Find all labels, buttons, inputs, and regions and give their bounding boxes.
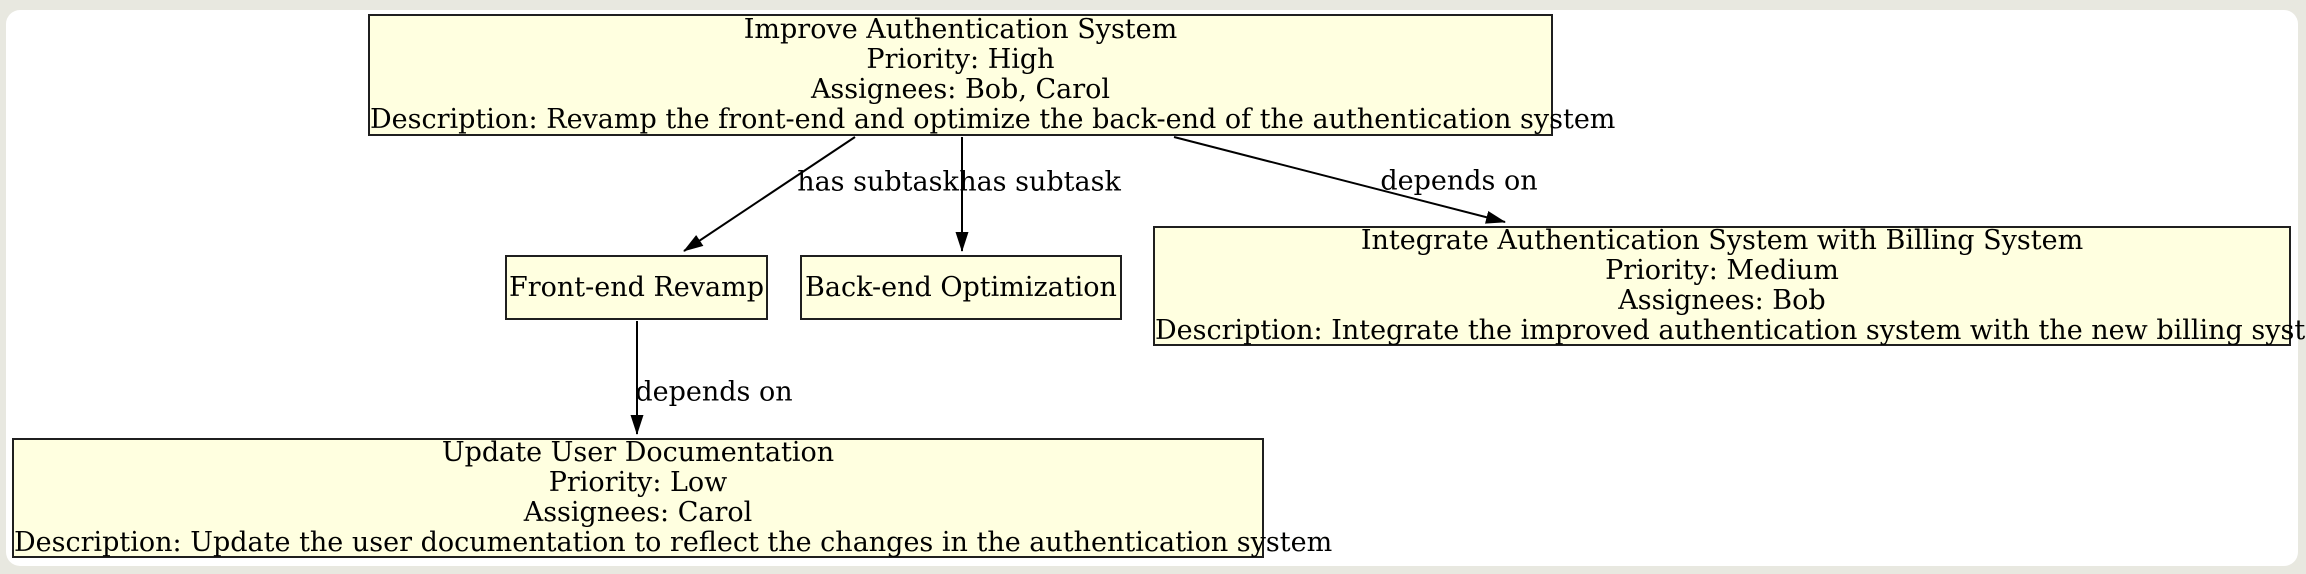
node-description: Description: Integrate the improved auth… <box>1155 315 2306 346</box>
node-assignees: Assignees: Bob <box>1618 285 1826 316</box>
node-update-user-documentation: Update User Documentation Priority: Low … <box>12 437 1333 558</box>
edge-label-has-subtask-2: has subtask <box>959 166 1121 198</box>
edge-label-depends-on-1: depends on <box>1380 165 1538 197</box>
node-title: Integrate Authentication System with Bil… <box>1360 225 2084 256</box>
node-priority: Priority: Low <box>548 467 728 498</box>
edge-label-depends-on-2: depends on <box>635 376 793 408</box>
node-integrate-billing: Integrate Authentication System with Bil… <box>1153 225 2306 346</box>
node-improve-auth: Improve Authentication System Priority: … <box>368 14 1616 136</box>
edge-label-has-subtask-1: has subtask <box>797 166 959 198</box>
node-title: Improve Authentication System <box>743 14 1178 45</box>
node-title: Update User Documentation <box>441 437 835 468</box>
node-back-end-optimization: Back-end Optimization <box>800 255 1122 320</box>
node-title: Front-end Revamp <box>508 271 765 303</box>
node-description: Description: Update the user documentati… <box>14 527 1333 558</box>
node-priority: Priority: Medium <box>1605 255 1839 286</box>
node-front-end-revamp: Front-end Revamp <box>505 255 768 320</box>
node-assignees: Assignees: Bob, Carol <box>810 74 1111 105</box>
node-assignees: Assignees: Carol <box>523 497 753 528</box>
node-title: Back-end Optimization <box>805 271 1117 303</box>
node-description: Description: Revamp the front-end and op… <box>370 104 1616 135</box>
node-priority: Priority: High <box>866 44 1055 75</box>
